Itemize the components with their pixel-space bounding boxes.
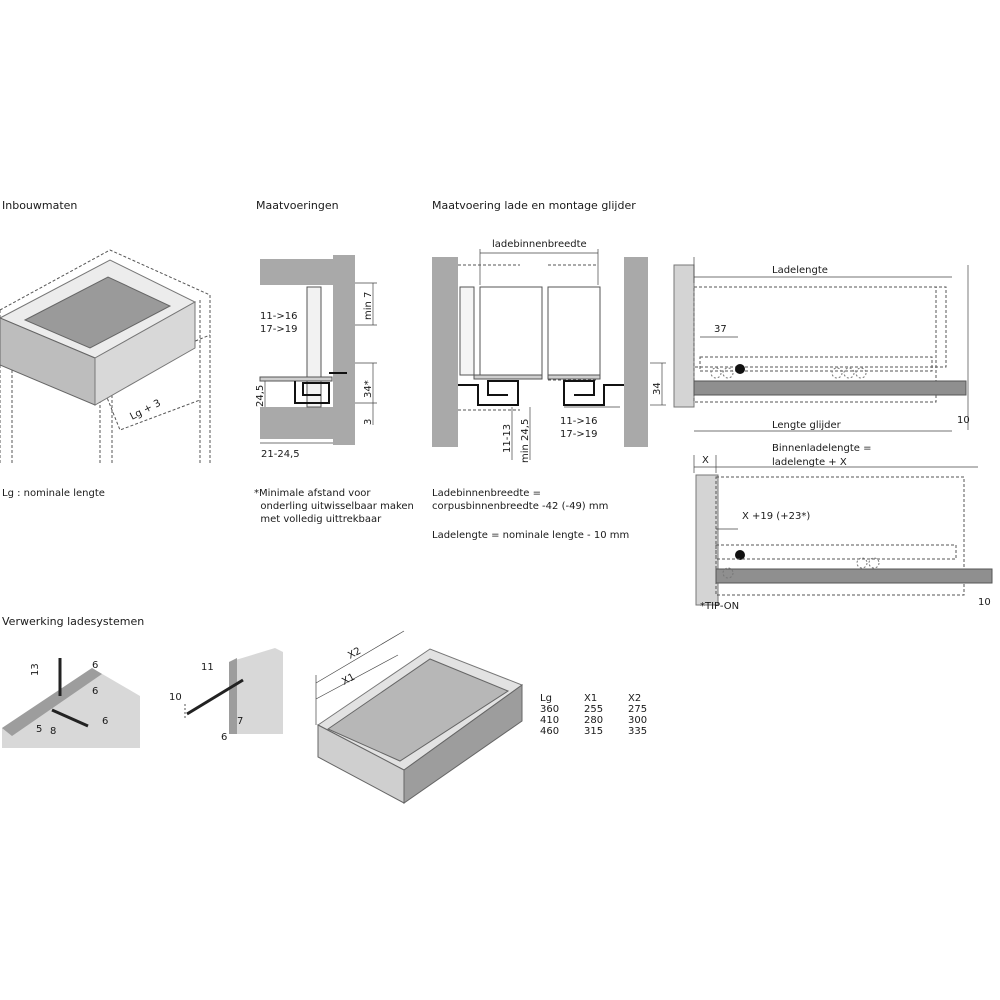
heading-maatvoeringen: Maatvoeringen <box>256 199 339 212</box>
table-row: 410 280 300 <box>540 715 653 726</box>
table-header-lg: Lg <box>540 693 552 704</box>
side-x: X <box>702 455 709 466</box>
dimension-table: Lg X1 X2 360 255 275 410 280 300 460 315… <box>540 693 653 737</box>
lade-1113: 11-13 <box>502 424 513 453</box>
table-cell: 300 <box>628 715 648 726</box>
table-cell: 410 <box>540 715 560 726</box>
side-ladelengte: Ladelengte <box>772 265 828 276</box>
maatv-245: 24,5 <box>255 385 266 407</box>
maatvoeringen-diagram: 11->16 17->19 min 7 24,5 34* 3 21-24,5 <box>255 255 377 460</box>
side-x19: X +19 (+23*) <box>742 511 810 522</box>
drawer-box-diagram: X2 X1 <box>315 630 524 804</box>
drill-10: 10 <box>169 692 182 703</box>
inbouw-lg-label: Lg + 3 <box>128 398 162 423</box>
drill-6a: 6 <box>92 660 98 671</box>
drill-detail-a: 13 6 6 5 8 6 <box>2 658 140 748</box>
drill-6b: 6 <box>92 686 98 697</box>
drill-8: 8 <box>50 726 56 737</box>
table-row: 460 315 335 <box>540 726 653 737</box>
lade-34: 34 <box>652 382 663 395</box>
table-cell: 275 <box>628 704 648 715</box>
lade-top-label: ladebinnenbreedte <box>492 239 587 250</box>
side-10a: 10 <box>957 415 970 426</box>
side-binnen-1: Binnenladelengte = <box>772 443 871 454</box>
maatv-note: *Minimale afstand voor onderling uitwiss… <box>254 488 414 525</box>
side-views-diagram: Ladelengte 37 10 Lengte glijder Binnenla… <box>673 257 993 612</box>
table-header-x1: X1 <box>584 693 598 704</box>
drawer-x2: X2 <box>346 646 363 662</box>
maatv-label-2: 17->19 <box>260 324 297 335</box>
maatv-3: 3 <box>363 419 374 425</box>
lade-note-1: Ladebinnenbreedte = corpusbinnenbreedte … <box>432 488 609 512</box>
drill-7: 7 <box>237 716 243 727</box>
heading-maatvoering-lade: Maatvoering lade en montage glijder <box>432 199 636 212</box>
heading-inbouwmaten: Inbouwmaten <box>2 199 78 212</box>
drill-detail-b: 11 10 7 6 <box>169 648 283 743</box>
side-37: 37 <box>714 324 727 335</box>
inbouw-note: Lg : nominale lengte <box>2 488 105 499</box>
side-tipon: *TIP-ON <box>700 601 739 612</box>
maatv-label-1: 11->16 <box>260 311 297 322</box>
maatv-min7: min 7 <box>363 292 374 320</box>
table-cell: 255 <box>584 704 604 715</box>
table-row: 360 255 275 <box>540 704 653 715</box>
heading-verwerking: Verwerking ladesystemen <box>2 615 145 628</box>
side-lengte-glijder: Lengte glijder <box>772 420 842 431</box>
drill-6d: 6 <box>221 732 227 743</box>
lade-min245: min 24,5 <box>520 419 531 463</box>
maatvoering-lade-diagram: ladebinnenbreedte 34 11->16 17->19 11-13… <box>432 239 666 463</box>
maatv-21: 21-24,5 <box>261 449 300 460</box>
table-cell: 280 <box>584 715 604 726</box>
drill-5: 5 <box>36 724 42 735</box>
table-cell: 460 <box>540 726 560 737</box>
maatv-34s: 34* <box>363 380 374 398</box>
lade-label-1: 11->16 <box>560 416 597 427</box>
side-binnen-2: ladelengte + X <box>772 457 847 468</box>
drill-13: 13 <box>30 663 41 676</box>
drill-6c: 6 <box>102 716 108 727</box>
table-cell: 360 <box>540 704 560 715</box>
drill-11: 11 <box>201 662 214 673</box>
side-10b: 10 <box>978 597 991 608</box>
lade-label-2: 17->19 <box>560 429 597 440</box>
table-cell: 315 <box>584 726 604 737</box>
lade-note-2: Ladelengte = nominale lengte - 10 mm <box>432 530 630 541</box>
table-header-x2: X2 <box>628 693 642 704</box>
table-cell: 335 <box>628 726 648 737</box>
table-header-row: Lg X1 X2 <box>540 693 653 704</box>
drawer-x1: X1 <box>340 672 357 688</box>
inbouwmaten-diagram: Lg + 3 <box>0 249 211 465</box>
